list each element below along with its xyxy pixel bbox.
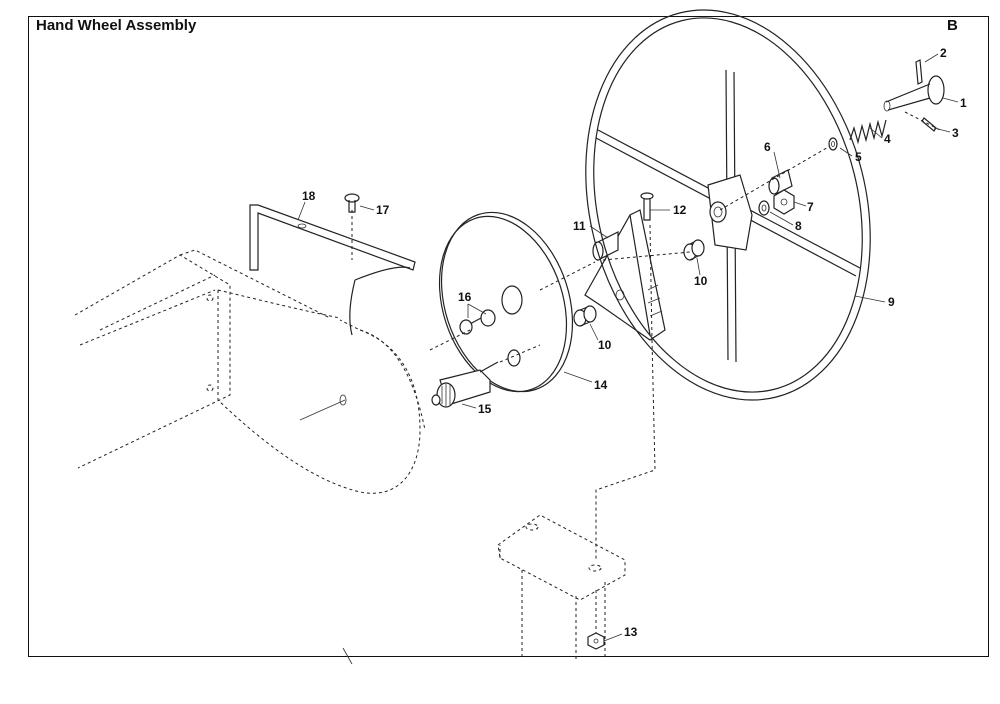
bolt-part-12 bbox=[640, 192, 654, 221]
diagram-title: Hand Wheel Assembly bbox=[36, 17, 197, 34]
callout-labels: 1 2 3 4 5 6 7 8 9 10 10 11 12 13 14 15 1… bbox=[302, 46, 967, 639]
spacer-part-10b bbox=[573, 305, 597, 327]
callout-6: 6 bbox=[764, 140, 771, 154]
leader-lines bbox=[297, 53, 959, 642]
nut-part-13 bbox=[587, 632, 605, 650]
callout-10-lower: 10 bbox=[598, 338, 612, 352]
stray-mark bbox=[342, 647, 353, 665]
knob-part-15 bbox=[431, 361, 499, 408]
callout-8: 8 bbox=[795, 219, 802, 233]
callout-11: 11 bbox=[573, 219, 586, 233]
callout-5: 5 bbox=[855, 150, 862, 164]
pin-part-2 bbox=[915, 59, 923, 85]
bracket-part-18 bbox=[249, 204, 416, 336]
section-letter: B bbox=[947, 17, 958, 34]
diagram-frame bbox=[28, 16, 989, 657]
callout-18: 18 bbox=[302, 189, 316, 203]
callout-4: 4 bbox=[884, 132, 891, 146]
spacer-part-10a bbox=[683, 239, 705, 261]
washer-part-5 bbox=[828, 137, 838, 151]
washer-part-8 bbox=[758, 200, 770, 216]
callout-17: 17 bbox=[376, 203, 390, 217]
pin-part-3 bbox=[921, 117, 937, 132]
assembly-center-lines bbox=[429, 111, 941, 633]
callout-16: 16 bbox=[458, 290, 472, 304]
bushing-part-16 bbox=[459, 309, 496, 335]
belt-guard-housing bbox=[74, 249, 426, 494]
callout-12: 12 bbox=[673, 203, 687, 217]
callout-15: 15 bbox=[478, 402, 492, 416]
sleeve-part-6 bbox=[768, 169, 793, 195]
screw-part-17 bbox=[344, 193, 360, 213]
callout-1: 1 bbox=[960, 96, 967, 110]
stand-post bbox=[497, 514, 626, 660]
callout-7: 7 bbox=[807, 200, 814, 214]
shaft-part-1 bbox=[883, 75, 945, 112]
mount-plate-part-11 bbox=[584, 209, 666, 341]
callout-2: 2 bbox=[940, 46, 947, 60]
callout-14: 14 bbox=[594, 378, 608, 392]
callout-3: 3 bbox=[952, 126, 959, 140]
callout-9: 9 bbox=[888, 295, 895, 309]
callout-13: 13 bbox=[624, 625, 638, 639]
hand-wheel-part-9 bbox=[585, 9, 871, 401]
spring-part-4 bbox=[849, 119, 887, 145]
callout-10-upper: 10 bbox=[694, 274, 708, 288]
disc-part-14 bbox=[438, 211, 574, 393]
nut-part-7 bbox=[773, 189, 795, 215]
